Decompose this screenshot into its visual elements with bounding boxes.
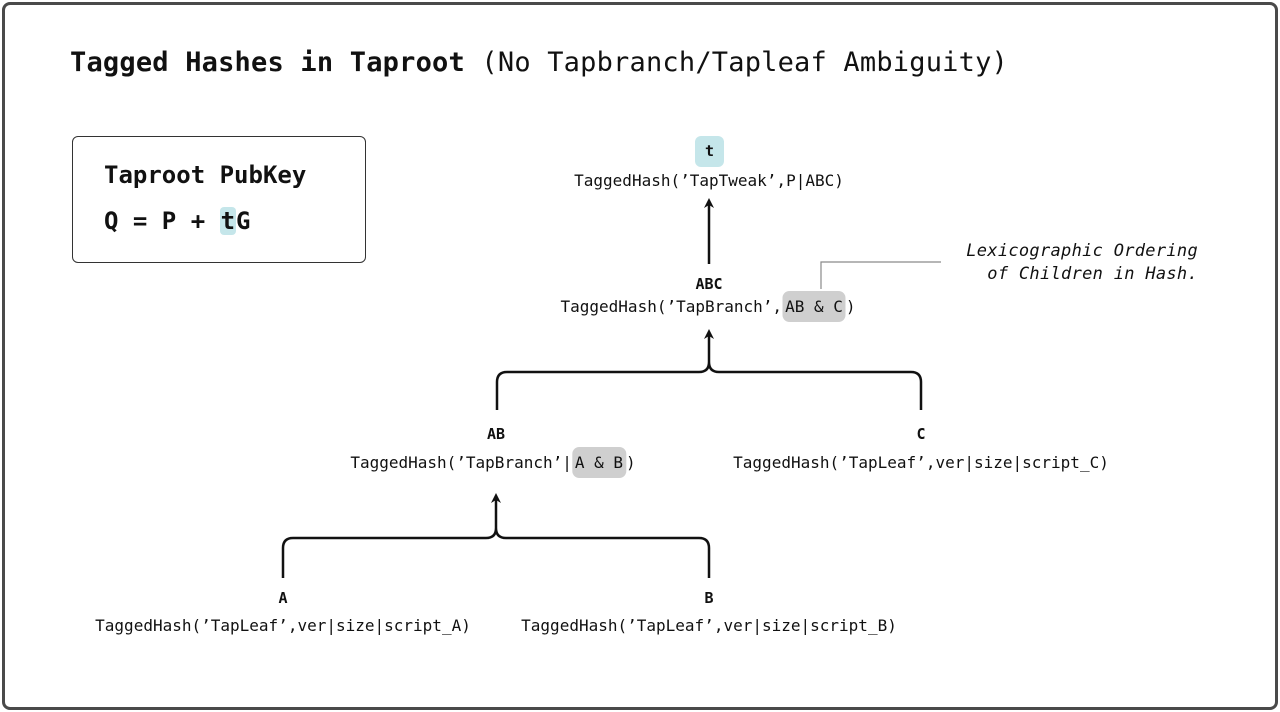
abc-formula-prefix: TaggedHash(’TapBranch’, xyxy=(560,297,783,316)
diagram-title: Tagged Hashes in Taproot (No Tapbranch/T… xyxy=(70,47,1008,78)
equation-suffix: G xyxy=(236,207,251,235)
title-subtitle: (No Tapbranch/Tapleaf Ambiguity) xyxy=(481,47,1008,78)
node-c-formula: TaggedHash(’TapLeaf’,ver|size|script_C) xyxy=(733,453,1109,472)
node-c-label: C xyxy=(916,425,926,443)
ab-formula-suffix: ) xyxy=(626,453,636,472)
node-abc-formula: TaggedHash(’TapBranch’,AB & C) xyxy=(561,291,856,323)
title-bold: Tagged Hashes in Taproot xyxy=(70,47,465,78)
annotation-line-1: Lexicographic Ordering xyxy=(966,241,1198,261)
pubkey-heading: Taproot PubKey xyxy=(104,161,307,189)
annotation-line-2: of Children in Hash. xyxy=(987,264,1198,284)
ab-c-bracket xyxy=(495,361,923,410)
node-b-formula: TaggedHash(’TapLeaf’,ver|size|script_B) xyxy=(521,616,897,635)
ab-children-highlight: A & B xyxy=(571,447,627,478)
taproot-pubkey-box: Taproot PubKey Q = P + tG xyxy=(72,136,366,263)
node-t-formula: TaggedHash(’TapTweak’,P|ABC) xyxy=(574,171,844,190)
ab-formula-prefix: TaggedHash(’TapBranch’| xyxy=(350,453,572,472)
a-b-bracket xyxy=(281,527,711,578)
abc-formula-suffix: ) xyxy=(845,297,856,316)
ordering-annotation: Lexicographic Ordering of Children in Ha… xyxy=(910,240,1198,286)
equation-t-highlight: t xyxy=(219,207,237,235)
annotation-pointer xyxy=(820,261,941,289)
node-abc-label: ABC xyxy=(695,275,723,293)
node-a-label: A xyxy=(278,589,288,607)
node-a-formula: TaggedHash(’TapLeaf’,ver|size|script_A) xyxy=(95,616,471,635)
pubkey-equation: Q = P + tG xyxy=(104,207,251,235)
abc-children-highlight: AB & C xyxy=(782,291,846,322)
node-t-badge: t xyxy=(695,136,724,167)
node-ab-formula: TaggedHash(’TapBranch’|A & B) xyxy=(350,447,636,479)
node-b-label: B xyxy=(704,589,714,607)
node-ab-label: AB xyxy=(486,425,506,443)
equation-prefix: Q = P + xyxy=(104,207,220,235)
